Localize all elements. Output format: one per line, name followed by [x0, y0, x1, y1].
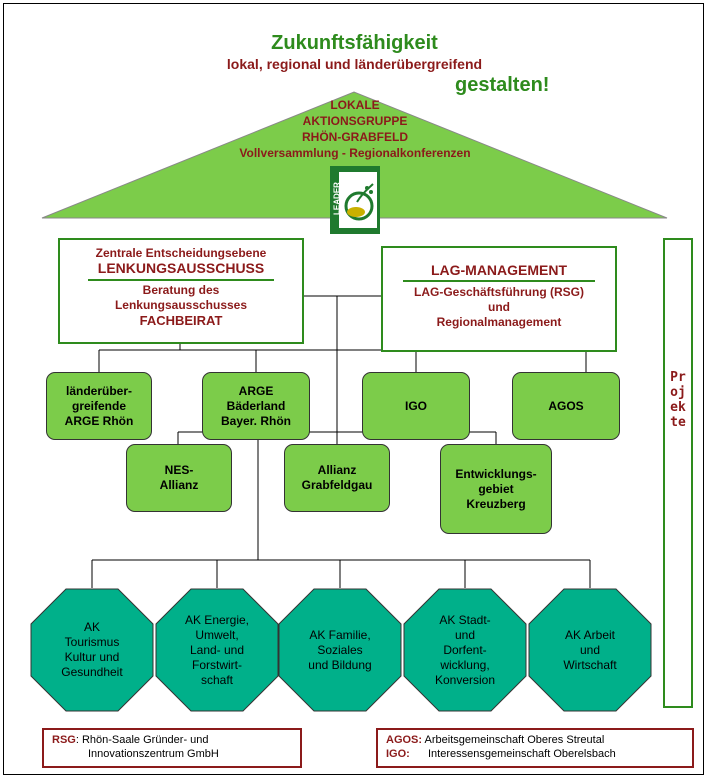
octagon-energie-label: AK Energie, Umwelt, Land- und Forstwirt-…: [184, 612, 250, 687]
left-box-line4: Lenkungsausschusses: [114, 298, 248, 312]
left-box-line2: LENKUNGSAUSSCHUSS: [97, 260, 265, 276]
octagon-familie-label: AK Familie, Soziales und Bildung: [308, 627, 372, 672]
box-arge-rhoen: länderüber- greifende ARGE Rhön: [46, 372, 152, 440]
box-nes-allianz: NES- Allianz: [126, 444, 232, 512]
legend-agos-igo: AGOS: Arbeitsgemeinschaft Oberes Streuta…: [376, 728, 694, 768]
roof-line-3: RHÖN-GRABFELD: [302, 130, 408, 144]
octagon-arbeit-label: AK Arbeit und Wirtschaft: [563, 627, 617, 672]
box-allianz-grabfeldgau: Allianz Grabfeldgau: [284, 444, 390, 512]
left-box-line1: Zentrale Entscheidungsebene: [95, 246, 267, 260]
right-box-line3: und: [488, 300, 510, 314]
left-box-divider: [88, 279, 274, 281]
right-box-divider: [403, 280, 595, 282]
title-line1: Zukunftsfähigkeit: [271, 32, 438, 54]
octagon-stadt: AK Stadt- und Dorfent- wicklung, Konvers…: [403, 588, 527, 712]
leader-logo: LEADER: [330, 166, 380, 234]
octagon-stadt-label: AK Stadt- und Dorfent- wicklung, Konvers…: [434, 612, 496, 687]
left-box-line3: Beratung des: [142, 283, 220, 297]
lenkungsausschuss-box: Zentrale Entscheidungsebene LENKUNGSAUSS…: [58, 238, 304, 344]
box-agos: AGOS: [512, 372, 620, 440]
left-box-line5: FACHBEIRAT: [139, 313, 223, 328]
lag-management-box: LAG-MANAGEMENT LAG-Geschäftsführung (RSG…: [381, 246, 617, 352]
roof-line-1: LOKALE: [330, 98, 380, 112]
roof-line-4: Vollversammlung - Regionalkonferenzen: [239, 146, 471, 160]
legend-igo-text: Interessensgemeinschaft Oberelsbach: [428, 748, 616, 760]
right-box-line1: LAG-MANAGEMENT: [430, 262, 568, 278]
legend-rsg-text2: Innovationszentrum GmbH: [88, 748, 219, 760]
roof-line-2: AKTIONSGRUPPE: [302, 114, 408, 128]
octagon-tourismus: AK Tourismus Kultur und Gesundheit: [30, 588, 154, 712]
box-kreuzberg: Entwicklungs- gebiet Kreuzberg: [440, 444, 552, 534]
legend-rsg: RSG: Rhön-Saale Gründer- und Innovations…: [42, 728, 302, 768]
right-box-line2: LAG-Geschäftsführung (RSG): [414, 285, 584, 299]
box-igo: IGO: [362, 372, 470, 440]
octagon-familie: AK Familie, Soziales und Bildung: [278, 588, 402, 712]
octagon-tourismus-label: AK Tourismus Kultur und Gesundheit: [61, 620, 123, 679]
diagram-frame: [3, 3, 704, 775]
legend-rsg-text1: : Rhön-Saale Gründer- und: [75, 734, 209, 746]
legend-agos-abbr: AGOS:: [386, 734, 423, 746]
legend-agos-text: Arbeitsgemeinschaft Oberes Streutal: [422, 734, 605, 746]
legend-igo-abbr: IGO:: [386, 748, 410, 760]
box-arge-baederland: ARGE Bäderland Bayer. Rhön: [202, 372, 310, 440]
right-box-line4: Regionalmanagement: [436, 315, 562, 329]
octagon-energie: AK Energie, Umwelt, Land- und Forstwirt-…: [155, 588, 279, 712]
octagon-arbeit: AK Arbeit und Wirtschaft: [528, 588, 652, 712]
title-line3: gestalten!: [455, 74, 550, 96]
title-line2: lokal, regional und länderübergreifend: [226, 56, 483, 72]
projekte-label: Projekte: [670, 370, 686, 430]
projekte-box: [663, 238, 693, 708]
leader-logo-text: LEADER: [332, 182, 342, 215]
legend-rsg-abbr: RSG: [52, 734, 76, 746]
